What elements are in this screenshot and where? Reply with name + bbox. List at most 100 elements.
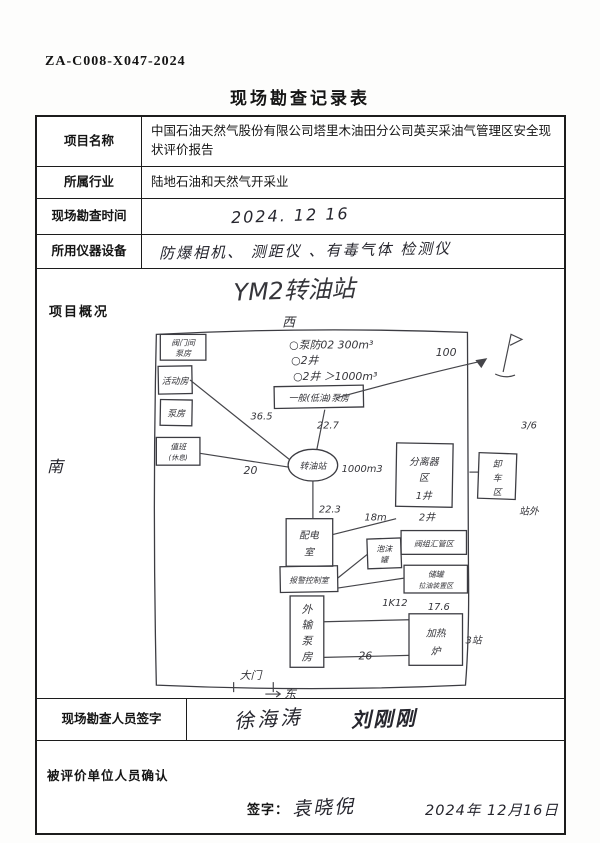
- heater-label1: 加热: [426, 627, 447, 639]
- document-number: ZA-C008-X047-2024: [45, 54, 186, 69]
- arrow-to-tower: [336, 360, 482, 399]
- unloading-ch3: 区: [493, 488, 503, 498]
- row-industry: 所属行业 陆地石油和天然气开采业: [37, 166, 564, 199]
- export-pump-ch1: 外: [302, 603, 314, 616]
- heater-label2: 炉: [431, 645, 442, 657]
- heater-box: [408, 612, 464, 666]
- station3-label: 3站: [465, 634, 483, 646]
- line-pump-heater-top: [323, 618, 410, 623]
- row-unit-confirmation: 被评价单位人员确认 签字： 袁晓倪 2024年 12月16日: [37, 741, 564, 833]
- control-room-label: 报警控制室: [289, 576, 330, 585]
- sign-label: 签字：: [247, 801, 290, 817]
- tower-icon: [494, 333, 524, 378]
- duty-room-box: [155, 436, 201, 466]
- export-pump-ch4: 房: [302, 650, 314, 663]
- compass-east: 东: [284, 687, 297, 699]
- distance-26: 26: [358, 649, 372, 662]
- tank-label2: 拉油装置区: [418, 582, 454, 590]
- line-pump-heater-bottom: [323, 654, 410, 658]
- row-project-overview: 项目概况 南 YM2转油站 西 阀门间 泵房 活动房 泵房 值班 (休息): [37, 269, 564, 699]
- line-power-manifold: [332, 517, 397, 535]
- line-b4-circle: [199, 452, 290, 468]
- export-pump-box: [289, 595, 325, 668]
- duty-room-label2: (休息): [169, 454, 188, 462]
- pump-room-box: [159, 398, 193, 427]
- distance-100: 100: [436, 346, 457, 359]
- signature-surveyor-1: 徐海涛: [233, 704, 304, 734]
- unloading-box: [476, 451, 518, 500]
- export-pump-ch2: 输: [302, 618, 315, 631]
- confirmation-date: 2024年 12月16日: [425, 802, 559, 819]
- arrowhead: [475, 357, 488, 368]
- row-surveyor-signature: 现场勘查人员签字 徐海涛 刘刚刚: [37, 698, 564, 741]
- value-surveyor-signature: 徐海涛 刘刚刚: [187, 699, 564, 740]
- foam-tank-box: [366, 537, 403, 570]
- east-arrow: [265, 690, 282, 698]
- power-room-box: [285, 517, 334, 567]
- well2-label: 2井: [419, 511, 436, 523]
- control-room-box: [279, 564, 339, 593]
- outside-label: 站外: [519, 506, 540, 518]
- compass-south: 南: [47, 456, 64, 476]
- portable-room-box: [157, 364, 193, 395]
- valve-room-label: 阀门间: [171, 338, 196, 347]
- signature-unit-confirm: 袁晓倪: [291, 795, 356, 821]
- manifold-label: 阀组汇管区: [414, 539, 455, 548]
- foam-label1: 泡沫: [376, 544, 393, 553]
- form-title: 现场勘查记录表: [230, 89, 370, 108]
- unloading-ch1: 卸: [493, 459, 503, 470]
- separator-well1: 1井: [416, 490, 433, 502]
- label-project-overview: 项目概况: [49, 303, 110, 319]
- value-equipment: 防爆相机、 测距仪 、有毒气体 检测仪: [142, 235, 564, 268]
- label-survey-time: 现场勘查时间: [37, 198, 142, 234]
- gate-ticks: [233, 681, 274, 692]
- valve-room-box: [159, 333, 207, 361]
- valve-room-label2: 泵房: [175, 349, 192, 358]
- line-control-tank: [337, 577, 405, 589]
- distance-1k12: 1K12: [382, 598, 407, 609]
- distance-22-3: 22.3: [319, 505, 341, 516]
- unloading-ch2: 车: [493, 473, 503, 484]
- separator-label1: 分离器: [409, 456, 440, 468]
- line-circle-oilbox: [316, 409, 326, 450]
- note-well2b: ○2井 ＞1000m³: [293, 370, 377, 383]
- separator-box: [394, 442, 454, 508]
- separator-label2: 区: [419, 473, 431, 484]
- handwritten-equipment: 防爆相机、 测距仪 、有毒气体 检测仪: [158, 238, 452, 263]
- distance-20: 20: [244, 464, 258, 477]
- value-project-name: 中国石油天然气股份有限公司塔里木油田分公司英买采油气管理区安全现状评价报告: [151, 124, 552, 158]
- pump-room-label: 泵房: [167, 408, 186, 419]
- distance-36-5: 36.5: [250, 411, 272, 422]
- site-boundary: [153, 329, 470, 690]
- label-unit-confirmation: 被评价单位人员确认: [47, 768, 169, 783]
- row-project-name: 项目名称 中国石油天然气股份有限公司塔里木油田分公司英买采油气管理区安全现状评价…: [37, 117, 564, 167]
- value-industry: 陆地石油和天然气开采业: [151, 174, 289, 189]
- value-survey-time: 2024. 12 16: [142, 199, 564, 234]
- distance-18m: 18m: [364, 512, 386, 523]
- tank-label1: 储罐: [428, 570, 446, 579]
- distance-17-6: 17.6: [428, 602, 450, 613]
- distance-3-6: 3/6: [521, 420, 537, 431]
- export-pump-ch3: 泵: [302, 634, 315, 647]
- distance-22-7: 22.7: [317, 420, 340, 431]
- portable-room-label: 活动房: [162, 376, 190, 387]
- row-equipment: 所用仪器设备 防爆相机、 测距仪 、有毒气体 检测仪: [37, 234, 564, 269]
- label-industry: 所属行业: [37, 166, 142, 198]
- low-oil-box: [273, 384, 365, 409]
- confirmation-sign-line: 签字： 袁晓倪: [247, 793, 356, 821]
- storage-tank-box: [403, 564, 469, 594]
- gate-label: 大门: [240, 669, 264, 682]
- power-room-label1: 配电: [299, 529, 320, 541]
- label-surveyor-signature: 现场勘查人员签字: [37, 698, 187, 740]
- site-sketch: YM2转油站 西 阀门间 泵房 活动房 泵房 值班 (休息) ○泵防02 300…: [153, 274, 540, 699]
- note-tank: ○泵防02 300m³: [289, 338, 373, 351]
- survey-form-table: 项目名称 中国石油天然气股份有限公司塔里木油田分公司英买采油气管理区安全现状评价…: [35, 115, 566, 835]
- signature-surveyor-2: 刘刚刚: [350, 705, 418, 732]
- volume-label: 1000m3: [342, 464, 383, 475]
- row-survey-time: 现场勘查时间 2024. 12 16: [37, 198, 564, 235]
- foam-label2: 罐: [380, 555, 390, 564]
- note-well2a: ○2井: [291, 354, 319, 367]
- handwritten-survey-time: 2024. 12 16: [230, 203, 350, 227]
- power-room-label2: 室: [304, 546, 316, 558]
